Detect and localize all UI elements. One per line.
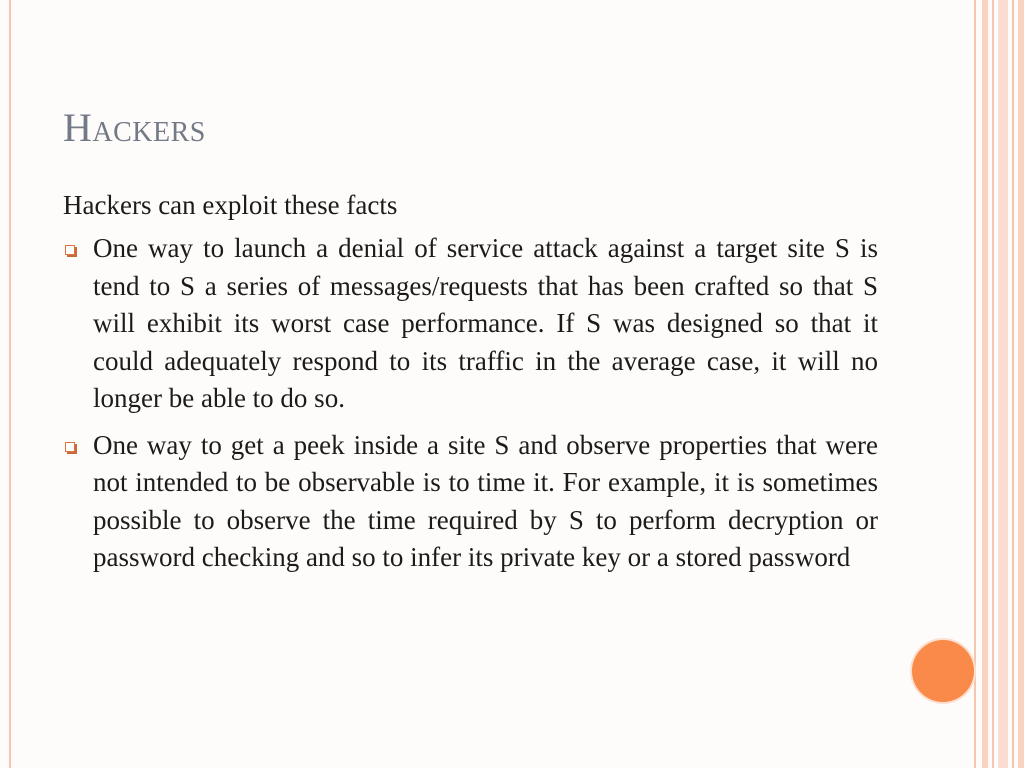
- square-bullet-icon: [65, 441, 75, 452]
- left-border-line: [9, 0, 11, 768]
- bullet-text: One way to launch a denial of service at…: [93, 233, 878, 413]
- border-stripe: [1012, 0, 1014, 768]
- accent-circle-decoration: [912, 640, 974, 702]
- border-stripe: [1018, 0, 1024, 768]
- bullet-item: One way to launch a denial of service at…: [63, 230, 878, 418]
- border-stripe: [974, 0, 976, 768]
- border-stripe: [998, 0, 1008, 768]
- intro-text: Hackers can exploit these facts: [63, 190, 398, 220]
- border-stripe: [992, 0, 994, 768]
- border-stripe: [982, 0, 988, 768]
- bullet-text: One way to get a peek inside a site S an…: [93, 429, 878, 573]
- slide-content: Hackers can exploit these facts One way …: [63, 186, 878, 586]
- square-bullet-icon: [65, 245, 75, 255]
- right-border-stripes: [974, 0, 1024, 768]
- slide-title: Hackers: [63, 105, 206, 150]
- bullet-item: One way to get a peek inside a site S an…: [63, 427, 878, 577]
